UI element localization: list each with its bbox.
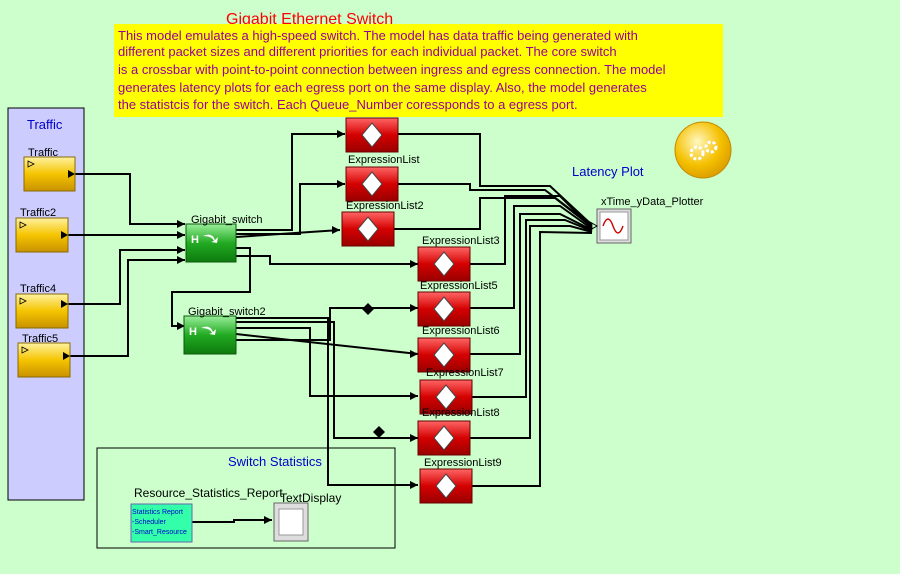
expression-list-6[interactable]: ExpressionList6 xyxy=(417,291,500,337)
arrowheads xyxy=(177,130,418,524)
resource-statistics-report[interactable]: Statistics Report -Scheduler -Smart_Reso… xyxy=(130,486,283,543)
expression-list-8[interactable]: ExpressionList8 xyxy=(419,379,500,419)
gigabit-switch-2-label: Gigabit_switch2 xyxy=(188,306,266,318)
expression-list-3[interactable]: ExpressionList3 xyxy=(341,211,500,247)
simulation-gear-icon[interactable] xyxy=(674,121,732,179)
switch-arrow-icon xyxy=(201,326,216,335)
junction-diamonds xyxy=(362,303,385,438)
gigabit-switch-1[interactable]: H Gigabit_switch xyxy=(185,214,263,263)
expression-list-7-label: ExpressionList7 xyxy=(426,367,504,379)
latency-plotter-label: xTime_yData_Plotter xyxy=(601,196,704,208)
description-line-5: the statistcis for the switch. Each Queu… xyxy=(118,97,578,112)
expression-list-5[interactable]: ExpressionList5 xyxy=(417,246,498,292)
description-line-2: different packet sizes and different pri… xyxy=(118,44,617,59)
traffic-source-5[interactable]: Traffic5 xyxy=(17,333,71,378)
sine-wave-icon xyxy=(602,218,624,234)
expression-list-9-label: ExpressionList9 xyxy=(424,457,502,469)
diagram-title: Gigabit Ethernet Switch xyxy=(226,11,393,28)
gigabit-switch-2[interactable]: H Gigabit_switch2 xyxy=(183,306,266,355)
text-display[interactable]: TextDisplay xyxy=(273,491,341,542)
latency-plotter[interactable]: xTime_yData_Plotter xyxy=(589,196,704,244)
connection-wires xyxy=(68,133,593,523)
gigabit-switch-1-label: Gigabit_switch xyxy=(191,214,263,226)
expression-list-8-label: ExpressionList8 xyxy=(422,407,500,419)
hierarchy-icon: H xyxy=(191,234,199,246)
hierarchy-icon: H xyxy=(189,326,197,338)
description-note: This model emulates a high-speed switch.… xyxy=(114,24,723,117)
switch-statistics-title: Switch Statistics xyxy=(228,454,322,469)
description-line-1: This model emulates a high-speed switch.… xyxy=(118,28,638,43)
report-line-3: -Smart_Resource xyxy=(132,529,187,536)
description-line-3: is a crossbar with point-to-point connec… xyxy=(118,62,666,77)
expression-list-2[interactable]: ExpressionList2 xyxy=(345,166,424,212)
expression-list-1[interactable]: ExpressionList xyxy=(345,117,420,166)
traffic-source-4[interactable]: Traffic4 xyxy=(15,283,69,329)
traffic-panel-title: Traffic xyxy=(27,117,63,132)
traffic-source-2[interactable]: Traffic2 xyxy=(15,207,69,253)
switch-statistics-panel xyxy=(96,447,396,549)
description-line-4: generates latency plots for each egress … xyxy=(118,80,647,95)
expression-list-2-label: ExpressionList2 xyxy=(346,200,424,212)
traffic-source-2-label: Traffic2 xyxy=(20,207,56,219)
switch-arrow-icon xyxy=(203,234,218,243)
expression-list-10[interactable] xyxy=(419,468,473,504)
expression-list-9[interactable]: ExpressionList9 xyxy=(417,420,502,469)
report-line-2: -Scheduler xyxy=(132,519,167,526)
expression-list-5-label: ExpressionList5 xyxy=(420,280,498,292)
expression-list-6-label: ExpressionList6 xyxy=(422,325,500,337)
traffic-source-1[interactable]: Traffic xyxy=(23,147,76,192)
resource-statistics-report-label: Resource_Statistics_Report xyxy=(134,486,283,500)
traffic-source-1-label: Traffic xyxy=(28,147,58,159)
text-display-label: TextDisplay xyxy=(280,491,341,505)
latency-plot-title: Latency Plot xyxy=(572,164,644,179)
expression-list-1-label: ExpressionList xyxy=(348,154,420,166)
traffic-source-5-label: Traffic5 xyxy=(22,333,58,345)
report-line-1: Statistics Report xyxy=(132,509,183,516)
expression-list-7[interactable]: ExpressionList7 xyxy=(417,337,504,379)
traffic-source-4-label: Traffic4 xyxy=(20,283,56,295)
expression-list-3-label: ExpressionList3 xyxy=(422,235,500,247)
